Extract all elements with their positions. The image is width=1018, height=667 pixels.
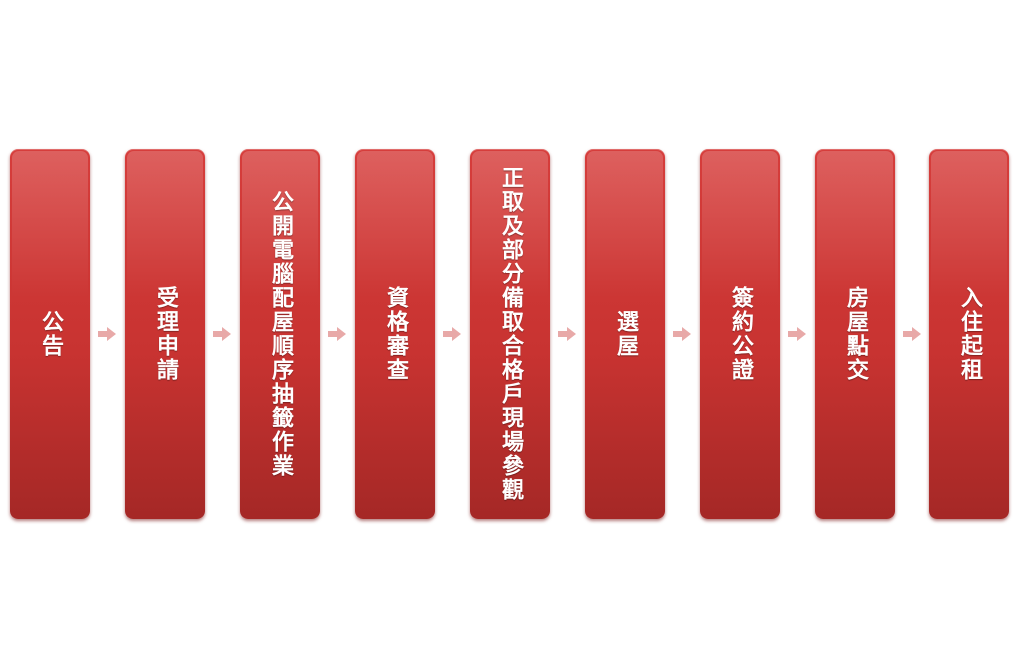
step-site-visit: 正取及部分備取合格戶現場參觀 [470, 149, 550, 519]
arrow-right-icon [903, 327, 921, 341]
step-handover: 房屋點交 [815, 149, 895, 519]
step-move-in: 入住起租 [929, 149, 1009, 519]
arrow-right-icon [98, 327, 116, 341]
arrow-right-icon [443, 327, 461, 341]
arrow-right-icon [328, 327, 346, 341]
step-label: 公開電腦配屋順序抽籤作業 [268, 190, 293, 478]
step-label: 公告 [38, 310, 63, 358]
step-contract-notarization: 簽約公證 [700, 149, 780, 519]
step-application: 受理申請 [125, 149, 205, 519]
arrow-right-icon [213, 327, 231, 341]
step-unit-selection: 選屋 [585, 149, 665, 519]
step-qualification-review: 資格審查 [355, 149, 435, 519]
step-label: 選屋 [613, 310, 638, 358]
step-label: 簽約公證 [728, 286, 753, 382]
arrow-right-icon [558, 327, 576, 341]
step-announcement: 公告 [10, 149, 90, 519]
step-label: 受理申請 [153, 286, 178, 382]
step-label: 入住起租 [957, 286, 982, 382]
step-lottery: 公開電腦配屋順序抽籤作業 [240, 149, 320, 519]
arrow-right-icon [673, 327, 691, 341]
step-label: 房屋點交 [843, 286, 868, 382]
arrow-right-icon [788, 327, 806, 341]
step-label: 資格審查 [383, 286, 408, 382]
step-label: 正取及部分備取合格戶現場參觀 [498, 166, 523, 502]
